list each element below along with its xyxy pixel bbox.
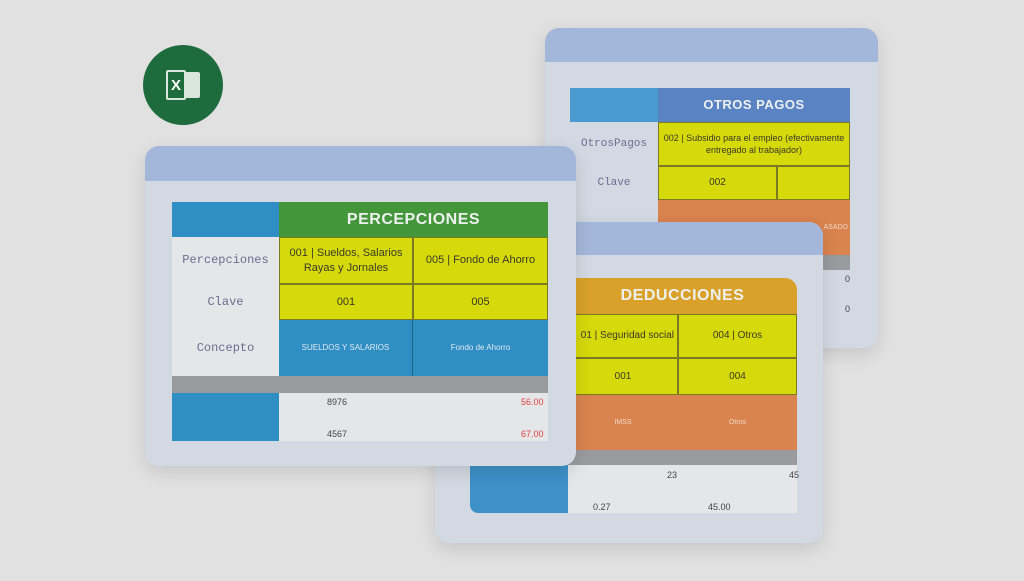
deduccion-concept: 004 | Otros <box>678 314 797 358</box>
deduccion-clave: 001 <box>568 358 678 395</box>
otros-pagos-concept: 002 | Subsidio para el empleo (efectivam… <box>658 122 850 166</box>
card-header-band <box>145 146 576 181</box>
value: 45 <box>789 470 800 480</box>
amount: 56.00 <box>521 397 544 407</box>
deduccion-name: IMSS <box>568 395 678 450</box>
corner-cell <box>172 202 279 237</box>
value: 0 <box>845 304 851 314</box>
deducciones-title: DEDUCCIONES <box>568 278 797 314</box>
gray-row <box>172 376 548 393</box>
otros-pagos-clave-empty <box>777 166 850 200</box>
gray-row <box>568 450 797 465</box>
value: 4567 <box>327 429 348 439</box>
blue-block <box>172 393 279 441</box>
value: 45.00 <box>708 502 731 512</box>
deduccion-name: Otros <box>678 395 797 450</box>
corner-cell <box>570 88 658 122</box>
amount: 67.00 <box>521 429 544 439</box>
excel-letter: X <box>166 70 186 100</box>
row-label-otrospagos: OtrosPagos <box>580 137 647 150</box>
value: 8976 <box>327 397 348 407</box>
percepcion-clave: 001 <box>279 284 413 320</box>
otros-pagos-clave: 002 <box>658 166 777 200</box>
row-label-clave: Clave <box>597 176 631 189</box>
value: 0.27 <box>593 502 611 512</box>
data-area <box>279 393 548 441</box>
label-column <box>172 237 279 376</box>
deduccion-clave: 004 <box>678 358 797 395</box>
row-label-concepto: Concepto <box>196 340 255 355</box>
card-header-band <box>545 28 878 62</box>
data-area <box>568 465 797 513</box>
deduccion-concept: 01 | Seguridad social <box>568 314 678 358</box>
percepciones-card: PERCEPCIONES Percepciones Clave Concepto… <box>145 146 576 466</box>
blue-block <box>470 465 568 513</box>
excel-icon: X <box>143 45 223 125</box>
value: 23 <box>667 470 678 480</box>
otros-pagos-title: OTROS PAGOS <box>658 88 850 122</box>
row-label-clave: Clave <box>207 294 244 309</box>
percepcion-name: Fondo de Ahorro <box>413 320 548 376</box>
percepcion-name: SUELDOS Y SALARIOS <box>279 320 413 376</box>
percepciones-title: PERCEPCIONES <box>279 202 548 237</box>
percepcion-concept: 005 | Fondo de Ahorro <box>413 237 548 284</box>
percepcion-clave: 005 <box>413 284 548 320</box>
value: 0 <box>845 274 851 284</box>
percepcion-concept: 001 | Sueldos, Salarios Rayas y Jornales <box>279 237 413 284</box>
row-label-percepciones: Percepciones <box>182 253 269 268</box>
